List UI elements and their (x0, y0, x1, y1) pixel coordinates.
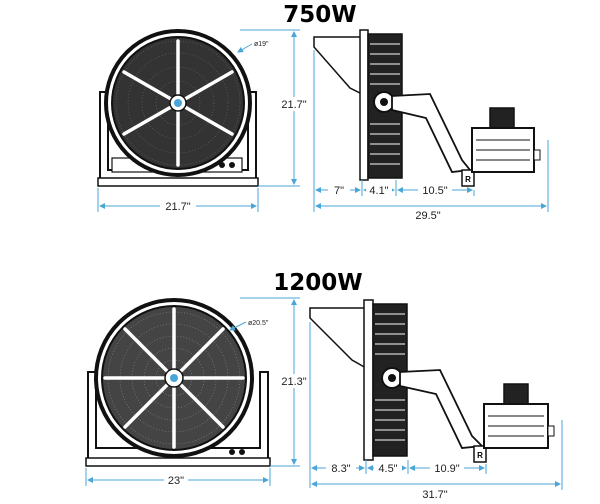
side-seg-c-1200w: 10.9" (434, 463, 459, 475)
bracket-mark-750w: R (465, 175, 471, 184)
width-label-1200w: 23" (168, 475, 184, 487)
model-title-1200w: 1200W (273, 270, 362, 296)
side-seg-a-1200w: 8.3" (331, 463, 350, 475)
diameter-label-750w: ø19" (254, 41, 269, 48)
height-label-1200w: 21.3" (281, 376, 306, 388)
side-seg-c-750w: 10.5" (422, 185, 447, 197)
front-view-750w (97, 29, 259, 187)
height-label-750w: 21.7" (281, 99, 306, 111)
side-total-1200w: 31.7" (422, 489, 447, 501)
model-title-750w: 750W (283, 2, 356, 28)
width-label-750w: 21.7" (165, 201, 190, 213)
side-view-1200w: R (309, 299, 555, 463)
side-seg-b-1200w: 4.5" (378, 463, 397, 475)
side-total-750w: 29.5" (415, 210, 440, 222)
side-seg-a-750w: 7" (334, 185, 344, 197)
side-seg-b-750w: 4.1" (369, 185, 388, 197)
side-dims-750w (313, 50, 549, 212)
side-view-750w: R (313, 29, 541, 187)
diameter-label-1200w: ø20.5" (248, 320, 269, 327)
bracket-mark-1200w: R (477, 451, 483, 460)
front-view-1200w (85, 298, 271, 467)
